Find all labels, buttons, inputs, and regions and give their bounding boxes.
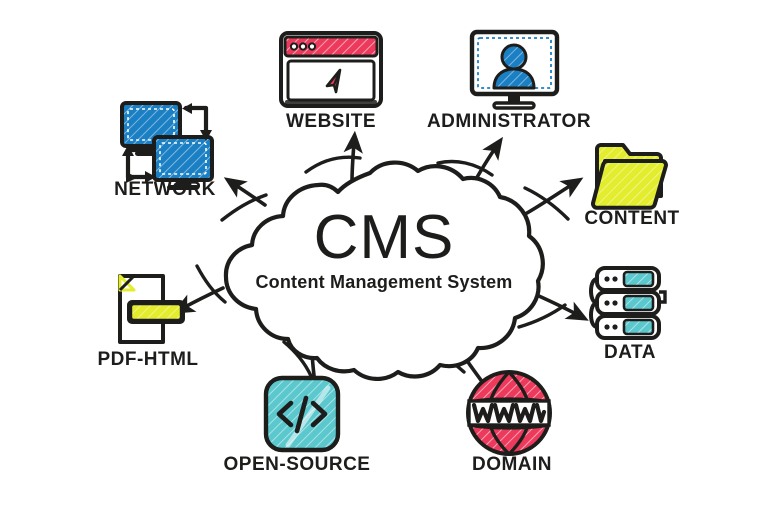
- cloud-title: CMS: [314, 203, 455, 272]
- arrow-to-pdfhtml: [172, 286, 225, 314]
- node-domain[interactable]: DOMAIN: [466, 370, 552, 475]
- node-label-website: WEBSITE: [286, 111, 376, 132]
- arrow-curve-website: [304, 155, 362, 174]
- arrow-curve-data: [517, 303, 567, 329]
- node-label-open-source: OPEN-SOURCE: [224, 454, 371, 475]
- node-website[interactable]: WEBSITE: [279, 31, 383, 132]
- code-brackets-icon: [263, 375, 341, 453]
- node-content[interactable]: CONTENT: [584, 143, 679, 229]
- monitor-user-icon: [469, 29, 560, 110]
- node-administrator[interactable]: ADMINISTRATOR: [427, 29, 591, 132]
- arrow-curve-network: [220, 193, 268, 222]
- server-stack-icon: [589, 266, 667, 340]
- node-network[interactable]: NETWORK: [114, 101, 216, 200]
- center-cloud: CMS Content Management System: [223, 160, 545, 381]
- arrow-curve-opensource: [282, 340, 313, 378]
- arrow-curve-pdfhtml: [195, 264, 227, 304]
- node-pdf-html[interactable]: PDF-HTML: [97, 274, 198, 370]
- arrow-curve-content: [523, 186, 570, 221]
- arrow-to-content: [525, 177, 584, 215]
- globe-www-icon: [466, 370, 552, 456]
- browser-window-icon: [279, 31, 383, 108]
- document-label-icon: [118, 274, 185, 344]
- cloud-outline: [223, 160, 545, 381]
- arrow-to-network: [223, 177, 267, 207]
- node-label-administrator: ADMINISTRATOR: [427, 111, 591, 132]
- arrow-curve-administrator: [436, 159, 494, 177]
- cloud-subtitle: Content Management System: [255, 272, 512, 292]
- arrow-to-website: [343, 130, 363, 184]
- node-open-source[interactable]: OPEN-SOURCE: [224, 375, 371, 475]
- node-label-content: CONTENT: [584, 208, 679, 229]
- node-label-data: DATA: [604, 342, 656, 363]
- node-data[interactable]: DATA: [589, 266, 667, 363]
- node-label-domain: DOMAIN: [472, 454, 552, 475]
- node-label-network: NETWORK: [114, 179, 216, 200]
- folder-icon: [591, 143, 668, 210]
- node-label-pdf-html: PDF-HTML: [97, 349, 198, 370]
- two-monitors-network-icon: [120, 101, 214, 190]
